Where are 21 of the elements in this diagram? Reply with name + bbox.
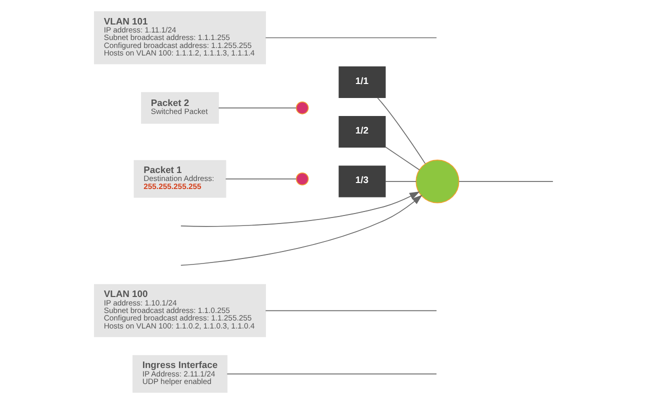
connector [458, 181, 554, 182]
node-circle [296, 101, 309, 114]
connector [385, 146, 420, 170]
node-circle [296, 172, 309, 186]
node-box: Packet 2 Switched Packet [141, 92, 219, 124]
node-box: VLAN 101 IP address: 1.11.1/24 Subnet broadcast address: 1.1.1.255 Configured broadcast address: 1.1.255.255 Hosts on VLAN 100: 1.1.1.2, 1.1.1.3, 1.1.1.4 [94, 11, 266, 64]
connector [218, 107, 296, 108]
node-box: 1/3 [338, 166, 386, 198]
node-circle [416, 160, 460, 204]
arrow [180, 191, 422, 266]
arrow [180, 191, 422, 227]
connector [265, 37, 437, 38]
node-box: Ingress Interface IP Address: 2.11.1/24 UDP helper enabled [132, 355, 228, 393]
node-box: VLAN 100 IP address: 1.10.1/24 Subnet broadcast address: 1.1.0.255 Configured broadcast address: 1.1.255.255 Hosts on VLAN 100: 1.1.0.2, 1.1.0.3, 1.1.0.4 [94, 284, 266, 338]
connector [225, 178, 296, 180]
connector [265, 310, 437, 312]
node-box: 1/1 [338, 66, 386, 98]
connector [385, 181, 416, 182]
node-box: Packet 1 Destination Address: 255.255.255.255 [134, 160, 226, 198]
node-box: 1/2 [338, 116, 386, 148]
connector [377, 97, 426, 164]
